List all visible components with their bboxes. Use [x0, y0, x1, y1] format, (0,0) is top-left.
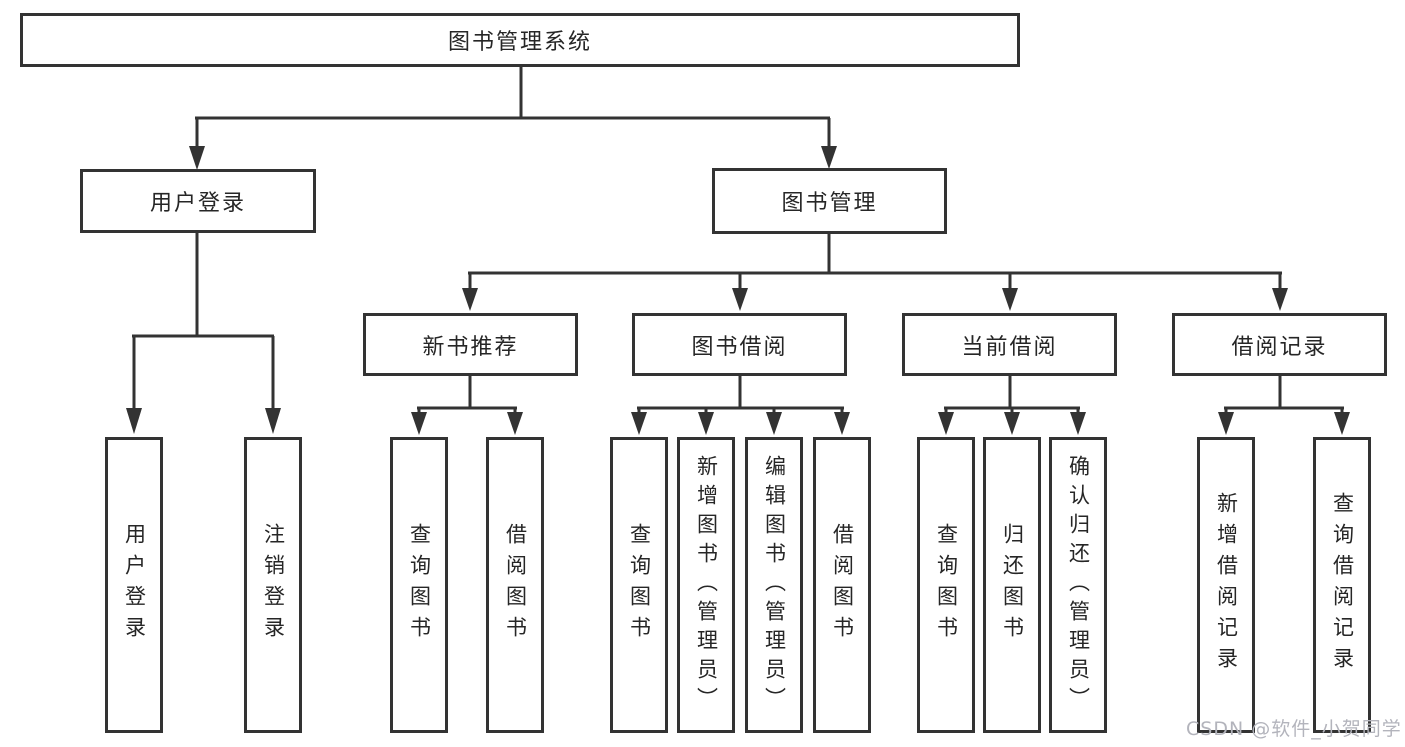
connector-borrow-to-leaves [637, 376, 844, 414]
leaf-label: 确认归还（管理员） [1066, 454, 1091, 716]
node-library-management-system: 图书管理系统 [20, 13, 1020, 67]
leaf-label: 借阅图书 [830, 523, 855, 647]
leaf-return-books: 归还图书 [983, 437, 1041, 733]
node-user-login-branch: 用户登录 [80, 169, 316, 233]
leaf-label: 注销登录 [261, 523, 286, 647]
node-new-book-recommend: 新书推荐 [363, 313, 578, 376]
leaf-label: 新增图书（管理员） [694, 454, 719, 716]
leaf-label: 查询图书 [627, 523, 652, 647]
connector-records-to-leaves [1224, 376, 1344, 414]
leaf-label: 新增借阅记录 [1214, 492, 1239, 678]
leaf-add-books-admin: 新增图书（管理员） [677, 437, 735, 733]
connector-root-to-branches [195, 67, 831, 148]
leaf-user-login: 用户登录 [105, 437, 163, 733]
leaf-query-books: 查询图书 [917, 437, 975, 733]
leaf-borrow-books: 借阅图书 [486, 437, 544, 733]
node-label: 图书管理系统 [447, 30, 592, 55]
node-label: 图书管理 [781, 191, 878, 216]
leaf-label: 编辑图书（管理员） [762, 454, 787, 716]
connector-login-arrowheads [126, 408, 281, 434]
connector-recommend-to-leaves [417, 376, 517, 414]
connector-records-arrowheads [1218, 412, 1350, 435]
node-book-borrow: 图书借阅 [632, 313, 847, 376]
leaf-logout: 注销登录 [244, 437, 302, 733]
leaf-query-books: 查询图书 [390, 437, 448, 733]
connector-modules-arrowheads [462, 288, 1288, 311]
connector-root-arrowheads [189, 146, 837, 170]
leaf-edit-books-admin: 编辑图书（管理员） [745, 437, 803, 733]
connector-management-to-modules [468, 234, 1282, 290]
connector-login-to-leaves [132, 233, 275, 410]
csdn-watermark: CSDN @软件_小贺同学 [1186, 718, 1402, 740]
leaf-label: 用户登录 [122, 523, 147, 647]
node-label: 新书推荐 [422, 334, 519, 360]
leaf-confirm-return-admin: 确认归还（管理员） [1049, 437, 1107, 733]
leaf-query-borrow-record: 查询借阅记录 [1313, 437, 1371, 733]
connector-current-arrowheads [938, 412, 1086, 435]
node-borrow-records: 借阅记录 [1172, 313, 1387, 376]
connector-current-to-leaves [944, 376, 1080, 414]
leaf-label: 查询图书 [407, 523, 432, 647]
node-label: 图书借阅 [691, 334, 788, 360]
leaf-borrow-books: 借阅图书 [813, 437, 871, 733]
leaf-label: 查询借阅记录 [1330, 492, 1355, 678]
leaf-add-borrow-record: 新增借阅记录 [1197, 437, 1255, 733]
node-label: 用户登录 [149, 191, 246, 216]
node-label: 当前借阅 [961, 334, 1058, 360]
node-current-borrow: 当前借阅 [902, 313, 1117, 376]
leaf-label: 查询图书 [934, 523, 959, 647]
node-label: 借阅记录 [1231, 334, 1328, 360]
leaf-label: 归还图书 [1000, 523, 1025, 647]
node-book-management-branch: 图书管理 [712, 168, 947, 234]
connector-recommend-arrowheads [411, 412, 523, 435]
connector-borrow-arrowheads [631, 412, 850, 435]
leaf-query-books: 查询图书 [610, 437, 668, 733]
leaf-label: 借阅图书 [503, 523, 528, 647]
